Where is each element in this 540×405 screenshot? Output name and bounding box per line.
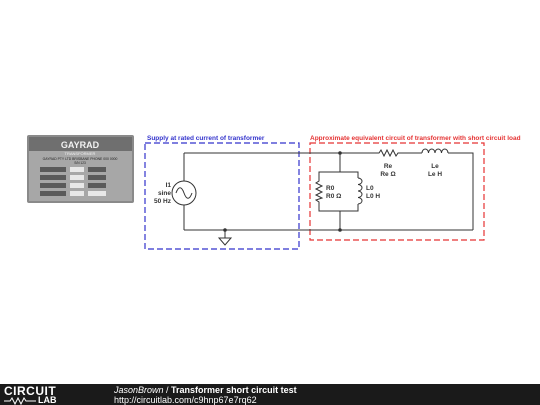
le-value: Le H (428, 171, 442, 178)
r0-name: R0 (326, 185, 335, 192)
resistor-icon (314, 178, 324, 204)
circuit-title[interactable]: Transformer short circuit test (171, 385, 297, 395)
circuitlab-logo[interactable]: CIRCUIT LAB (4, 385, 88, 405)
source-freq: 50 Hz (154, 198, 172, 205)
l0-name: L0 (366, 185, 374, 192)
nameplate-maker-line: GAYRAD PTY LTD BRISBANE PHONE 000 0000 (43, 157, 118, 161)
logo-resistor-icon (4, 396, 36, 405)
l0-value: L0 H (366, 193, 380, 200)
r0-value: R0 Ω (326, 193, 341, 200)
load-box (309, 142, 485, 241)
logo-text-bottom: LAB (38, 395, 57, 405)
nameplate-photo: GAYRAD TRANSFORMER GAYRAD PTY LTD BRISBA… (27, 135, 134, 203)
supply-box-label: Supply at rated current of transformer (147, 135, 265, 142)
wires (183, 152, 474, 238)
resistor-re[interactable]: Re Re Ω (376, 148, 400, 178)
re-name: Re (384, 163, 393, 170)
circuit-byline: JasonBrown / Transformer short circuit t… (114, 385, 297, 395)
sine-wave-icon (175, 187, 193, 199)
inductor-l0[interactable]: L0 L0 H (357, 177, 380, 205)
nameplate-brand: GAYRAD (61, 140, 100, 150)
logo-text-top: CIRCUIT (4, 384, 57, 398)
current-source-i1[interactable]: I1 sine 50 Hz (154, 180, 197, 206)
schematic-canvas: GAYRAD TRANSFORMER GAYRAD PTY LTD BRISBA… (27, 135, 521, 250)
inductor-icon (357, 177, 363, 205)
inductor-le[interactable]: Le Le H (421, 148, 449, 178)
resistor-r0[interactable]: R0 R0 Ω (314, 178, 341, 204)
author-link[interactable]: JasonBrown (114, 385, 164, 395)
inductor-icon (421, 148, 449, 154)
resistor-icon (376, 148, 400, 158)
circuit-url[interactable]: http://circuitlab.com/c9hnp67e7rq62 (114, 395, 257, 405)
footer-bar: CIRCUIT LAB JasonBrown / Transformer sho… (0, 384, 540, 405)
load-box-label: Approximate equivalent circuit of transf… (310, 135, 521, 142)
ground-icon (217, 237, 233, 246)
source-type: sine (158, 190, 171, 197)
byline-separator: / (163, 385, 172, 395)
junction-dots (223, 151, 342, 232)
supply-box (144, 142, 300, 250)
re-value: Re Ω (380, 171, 395, 178)
nameplate-maker-line2: S/N 123 (74, 161, 86, 165)
source-name: I1 (166, 182, 172, 189)
nameplate-subtitle: TRANSFORMER (65, 151, 96, 156)
le-name: Le (431, 163, 439, 170)
nameplate-value-table (40, 167, 106, 196)
